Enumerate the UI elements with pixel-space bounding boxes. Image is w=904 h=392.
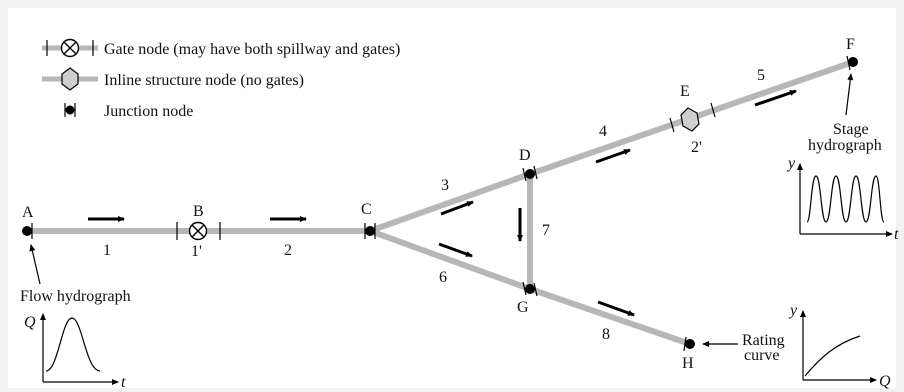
reach-C-G bbox=[367, 228, 533, 292]
stage-hydrograph-label-2: hydrograph bbox=[808, 137, 882, 154]
flow-arrow-5 bbox=[754, 89, 797, 107]
legend-gate-symbol bbox=[42, 38, 98, 58]
inline-structure-e bbox=[669, 102, 716, 133]
gate-node-b bbox=[176, 221, 221, 241]
reach-label-1: 1 bbox=[103, 242, 111, 259]
reach-label-2: 2 bbox=[284, 242, 292, 259]
reach-label-8: 8 bbox=[602, 326, 610, 343]
node-label-b: B bbox=[193, 203, 204, 220]
node-a-dot bbox=[22, 223, 33, 239]
junction-d bbox=[522, 165, 538, 182]
reach-label-6: 6 bbox=[439, 269, 447, 286]
flow-arrows bbox=[88, 89, 797, 317]
reach-labels: 1 2 3 4 5 6 7 8 1' 2' bbox=[103, 67, 765, 343]
structure-label-1: 1' bbox=[191, 243, 202, 260]
node-label-g: G bbox=[517, 299, 529, 316]
flow-arrow-6 bbox=[438, 242, 473, 258]
flow-axis-x: t bbox=[121, 374, 126, 391]
legend-junction-symbol bbox=[64, 103, 76, 117]
rating-curve-label-1: Rating bbox=[742, 332, 785, 349]
rating-curve-boundary: Rating curve y Q bbox=[702, 302, 891, 390]
flow-arrow-8 bbox=[597, 300, 635, 317]
node-label-a: A bbox=[22, 204, 34, 221]
reach-C-D bbox=[367, 171, 533, 234]
flow-arrow-3 bbox=[440, 200, 474, 216]
reach-label-7: 7 bbox=[542, 222, 550, 239]
legend-inline-label: Inline structure node (no gates) bbox=[104, 72, 304, 89]
flow-arrow-4 bbox=[595, 148, 631, 164]
legend-junction-label: Junction node bbox=[104, 103, 193, 120]
node-label-d: D bbox=[519, 147, 531, 164]
node-label-h: H bbox=[682, 355, 694, 372]
node-label-e: E bbox=[680, 83, 690, 100]
legend-gate-label: Gate node (may have both spillway and ga… bbox=[104, 41, 400, 58]
reach-label-5: 5 bbox=[757, 67, 765, 84]
legend: Gate node (may have both spillway and ga… bbox=[42, 38, 400, 120]
rating-axis-x: Q bbox=[879, 373, 891, 390]
node-h-dot bbox=[683, 336, 695, 352]
node-f-dot bbox=[846, 55, 858, 71]
reach-label-3: 3 bbox=[441, 177, 449, 194]
structure-label-2: 2' bbox=[691, 139, 702, 156]
flow-axis-y: Q bbox=[24, 314, 36, 331]
rating-axis-y: y bbox=[788, 302, 798, 319]
junction-nodes bbox=[22, 55, 858, 352]
flow-hydrograph-boundary: Flow hydrograph Q t bbox=[20, 244, 131, 391]
node-label-f: F bbox=[846, 36, 855, 53]
node-label-c: C bbox=[361, 201, 372, 218]
rating-curve-label-2: curve bbox=[744, 347, 780, 364]
stage-hydrograph-boundary: Stage hydrograph y t bbox=[786, 73, 899, 243]
junction-g bbox=[522, 281, 538, 297]
stage-axis-x: t bbox=[894, 226, 899, 243]
stage-axis-y: y bbox=[786, 155, 796, 172]
diagram-canvas bbox=[8, 8, 896, 388]
legend-inline-symbol bbox=[42, 67, 98, 91]
junction-c bbox=[364, 223, 376, 239]
reach-label-4: 4 bbox=[599, 123, 607, 140]
stage-hydrograph-label-1: Stage bbox=[833, 121, 869, 138]
node-labels: A B C D E F G H bbox=[22, 36, 855, 372]
reach-G-H bbox=[527, 286, 693, 347]
flow-hydrograph-label: Flow hydrograph bbox=[20, 288, 131, 305]
